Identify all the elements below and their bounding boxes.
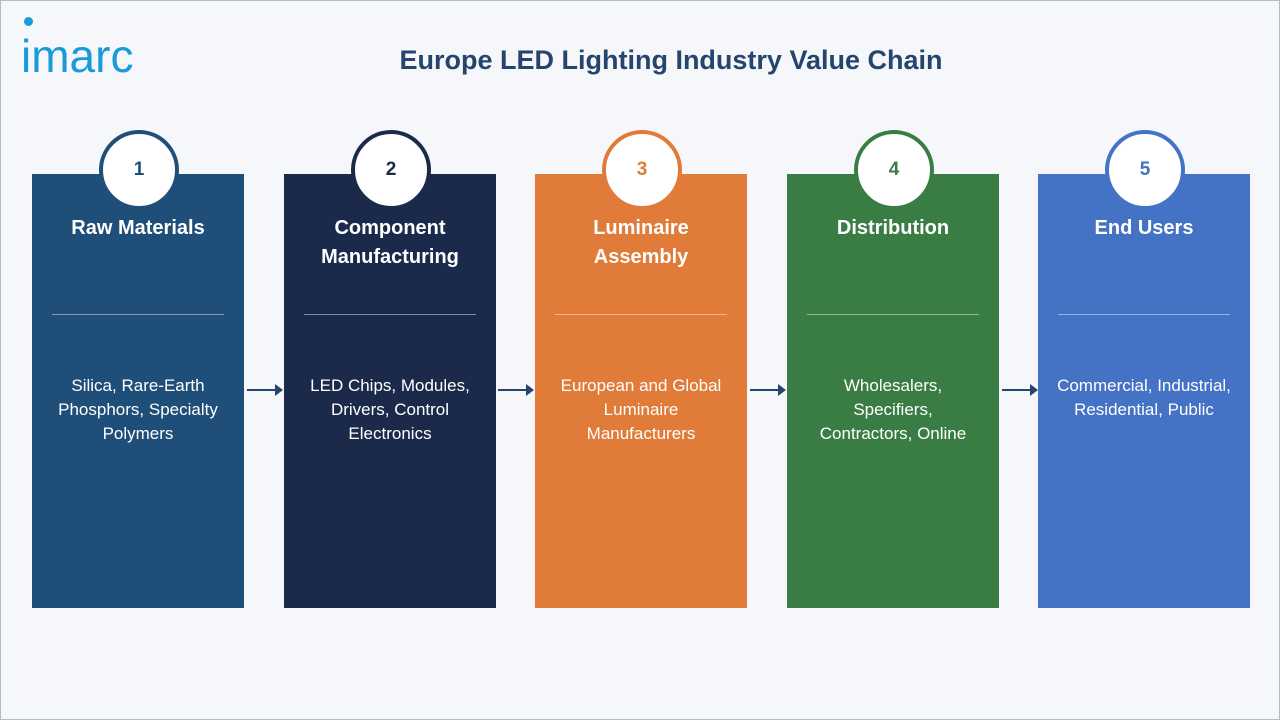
stage-number-circle: 4: [854, 130, 934, 210]
stage-divider: [807, 314, 979, 315]
arrow-1-to-2: [247, 384, 283, 396]
stage-title: Raw Materials: [71, 217, 205, 239]
stage-number-circle: 1: [99, 130, 179, 210]
stage-number: 5: [1139, 159, 1151, 180]
stage-description: Silica, Rare-Earth Phosphors, Specialty …: [58, 376, 218, 443]
stage-description: European and Global Luminaire Manufactur…: [560, 376, 722, 443]
arrow-4-to-5: [1002, 384, 1038, 396]
stage-number-circle: 3: [602, 130, 682, 210]
stage-luminaire-assembly: 3 Luminaire Assembly European and Global…: [535, 130, 747, 608]
page-title: Europe LED Lighting Industry Value Chain: [399, 45, 943, 75]
stage-title: Luminaire Assembly: [593, 217, 689, 268]
arrow-3-to-4: [750, 384, 786, 396]
stage-divider: [52, 314, 224, 315]
stage-distribution: 4 Distribution Wholesalers, Specifiers, …: [787, 130, 999, 608]
stage-divider: [1058, 314, 1230, 315]
stage-end-users: 5 End Users Commercial, Industrial, Resi…: [1038, 130, 1250, 608]
stage-divider: [555, 314, 727, 315]
stage-title: Component Manufacturing: [321, 217, 459, 268]
stage-title: End Users: [1094, 217, 1194, 239]
stage-title: Distribution: [836, 217, 950, 239]
logo-text: imarc: [21, 30, 134, 82]
stage-number: 4: [888, 159, 900, 180]
arrow-2-to-3: [498, 384, 534, 396]
stage-component-manufacturing: 2 Component Manufacturing LED Chips, Mod…: [284, 130, 496, 608]
stage-raw-materials: 1 Raw Materials Silica, Rare-Earth Phosp…: [32, 130, 244, 608]
logo-dot-icon: [24, 17, 33, 26]
stage-number: 1: [133, 159, 145, 180]
stage-divider: [304, 314, 476, 315]
stage-description: Wholesalers, Specifiers, Contractors, On…: [819, 376, 967, 443]
stage-description: LED Chips, Modules, Drivers, Control Ele…: [310, 376, 470, 443]
imarc-logo: imarc: [21, 15, 201, 79]
stage-number: 3: [636, 159, 648, 180]
stage-number-circle: 2: [351, 130, 431, 210]
stage-description: Commercial, Industrial, Residential, Pub…: [1057, 376, 1231, 419]
stage-number: 2: [385, 159, 397, 180]
stage-number-circle: 5: [1105, 130, 1185, 210]
